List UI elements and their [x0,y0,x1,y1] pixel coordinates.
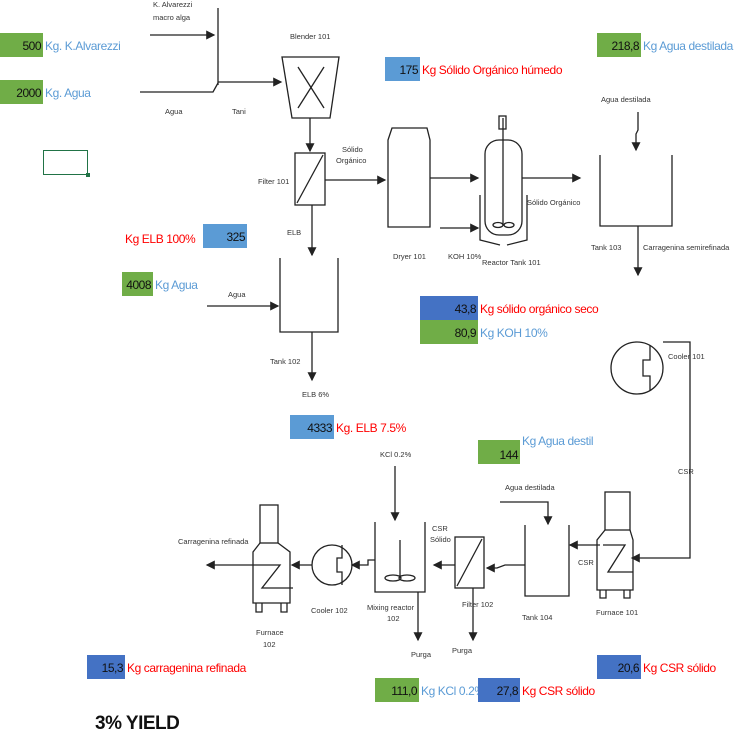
stream-label: macro alga [153,13,191,22]
cell-label: Kg KCl 0.2% [421,684,485,698]
feed-lines [140,8,283,93]
furnace-102-shape [248,504,293,613]
cell-label: Kg sólido orgánico seco [480,302,599,316]
stream-label: ELB [287,228,302,237]
cell-value[interactable]: 2000 [0,80,43,104]
cell-label: Kg KOH 10% [480,326,548,340]
stream-label: Tani [232,107,246,116]
equipment-label: Tank 103 [591,243,622,252]
equipment-label: Cooler 102 [311,606,348,615]
furnace-101-shape [596,491,634,599]
cell-label: Kg Agua destilada [643,39,733,53]
cell-label: Kg. K.Alvarezzi [45,39,121,53]
mixing-reactor-102-shape [374,466,426,593]
stream-label: Purga [452,646,473,655]
cell-label: Kg. ELB 7.5% [336,421,406,435]
cell-label: Kg ELB 100% [125,232,196,246]
cooler-102-shape [311,544,353,586]
stream-label: Orgánico [336,156,367,165]
cell-label: Kg CSR sólido [522,684,595,698]
stream-label: Sólido [430,535,451,544]
cell-label: Kg Sólido Orgánico húmedo [422,63,563,77]
cell-value[interactable]: 325 [203,224,247,248]
stream-label: KOH 10% [448,252,482,261]
filter-102-shape [454,536,485,589]
cell-value[interactable]: 111,0 [375,678,419,702]
equipment-label: Tank 104 [522,613,553,622]
stream-label: ELB 6% [302,390,330,399]
filter-101-shape [294,152,326,206]
yield-label: 3% YIELD [95,713,180,734]
cell-value[interactable]: 500 [0,33,43,57]
cell-label: Kg Agua [155,278,198,292]
stream-label: Sólido Orgánico [527,198,581,207]
stream-label: CSR [578,558,594,567]
stream-label: KCl 0.2% [380,450,412,459]
equipment-label: Tank 102 [270,357,301,366]
cell-value[interactable]: 4008 [122,272,153,296]
cell-label: Kg Agua destil [522,434,594,448]
cell-value[interactable]: 27,8 [478,678,520,702]
stream-label: CSR [432,524,448,533]
cell-label: Kg carragenina refinada [127,661,246,675]
cooler-101-shape [610,341,664,395]
stream-label: Carragenina semirefinada [643,243,730,252]
equipment-label: Filter 102 [462,600,494,609]
stream-label: K. Alvarezzi [153,0,193,9]
cell-value[interactable]: 144 [478,440,520,464]
equipment-label: Filter 101 [258,177,290,186]
stream-label: CSR [678,467,694,476]
tank-103-shape [599,112,673,277]
dryer-101-shape [387,127,431,228]
stream-label: Agua [228,290,246,299]
stream-label: Carragenina refinada [178,537,249,546]
cell-value[interactable]: 175 [385,57,420,81]
reactor-tank-101-shape [479,115,528,246]
equipment-label: Mixing reactor [367,603,415,612]
equipment-label: Furnace 101 [596,608,639,617]
equipment-label: Reactor Tank 101 [482,258,541,267]
cell-value[interactable]: 20,6 [597,655,641,679]
cell-value[interactable]: 43,8 [420,296,478,320]
blender-101-shape [281,56,340,119]
tank-102-shape [207,258,339,382]
equipment-label: Blender 101 [290,32,331,41]
cell-value[interactable]: 15,3 [87,655,125,679]
equipment-label: 102 [263,640,276,649]
cell-label: Kg. Agua [45,86,91,100]
stream-label: Agua [165,107,183,116]
selected-cell[interactable] [43,150,90,177]
equipment-label: Dryer 101 [393,252,426,261]
cell-value[interactable]: 4333 [290,415,334,439]
cell-label: Kg CSR sólido [643,661,716,675]
equipment-label: Cooler 101 [668,352,705,361]
stream-label: Sólido [342,145,363,154]
stream-label: Purga [411,650,432,659]
cell-value[interactable]: 80,9 [420,320,478,344]
stream-label: Agua destilada [601,95,651,104]
equipment-label: Furnace [256,628,284,637]
tank-104-shape [500,501,570,597]
stream-label: Agua destilada [505,483,555,492]
equipment-label: 102 [387,614,400,623]
cell-value[interactable]: 218,8 [597,33,641,57]
